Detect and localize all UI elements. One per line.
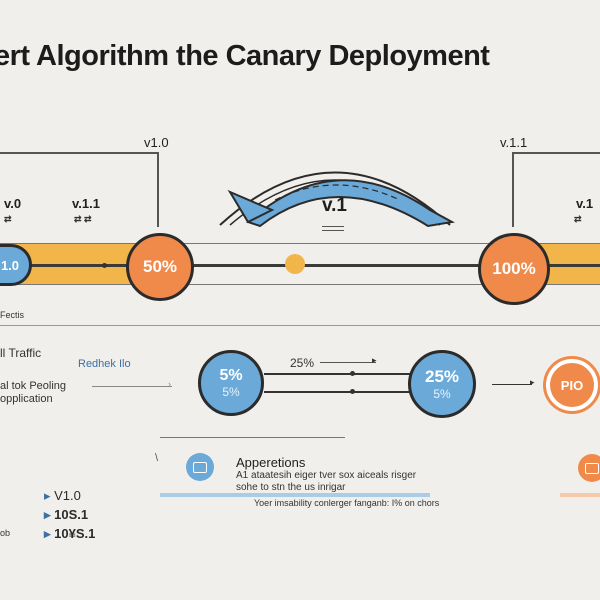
circle-pio: PIO (543, 356, 600, 414)
left-tick-label: ob (0, 528, 11, 538)
right-version-b-arrows: ⇄ (574, 214, 582, 224)
timeline-top-edge (0, 243, 600, 244)
curved-arrow-icon (219, 171, 456, 228)
version-item-3: ▸ 10¥S.1 (44, 526, 96, 541)
bottom-blue-bar (160, 493, 430, 497)
version-item-2: ▸ 10S.1 (44, 507, 89, 522)
bottom-heading: Apperetions (236, 455, 306, 470)
circle-100-percent: 100% (478, 233, 550, 305)
bottom-line-1: A1 ataatesih eiger tver sox aiceals risg… (236, 470, 417, 481)
application-label: opplication (0, 393, 53, 405)
bracket-line-left-drop (157, 152, 159, 227)
bracket-line-right-drop (512, 152, 514, 227)
device-icon (186, 453, 214, 481)
routing-arrow-line (92, 386, 172, 387)
circle-50-percent: 50% (126, 233, 194, 301)
bottom-orange-bar (560, 493, 600, 497)
routing-label: al tok Peoling (0, 380, 67, 392)
progress-dot (285, 254, 305, 274)
arc-label-underline-2 (322, 230, 344, 231)
mid-arrow-line (320, 362, 376, 363)
circle-25-percent: 25% 5% (408, 350, 476, 418)
arrow-right-icon: › (168, 379, 171, 389)
right-version-top: v.1.1 (500, 135, 528, 150)
slash-mark: \ (155, 452, 159, 464)
left-version-a-arrows: ⇄ (4, 214, 12, 224)
bottom-line-2: sohe to stn the us inrigar (236, 482, 346, 493)
left-version-b-arrows: ⇄ ⇄ (74, 214, 92, 224)
left-version-b: v.1.1 (72, 196, 100, 211)
pio-arrow-head-icon: ▸ (530, 377, 535, 387)
section-divider (0, 325, 600, 326)
connector-dot-lower (350, 389, 355, 394)
connector-upper (264, 373, 412, 375)
arc-label-underline (322, 226, 344, 227)
timeline-marker (102, 263, 107, 268)
connector-lower (264, 391, 412, 393)
bottom-line-3: Yoer imsability conlerger fanganb: I% on… (254, 498, 440, 508)
connector-dot-upper (350, 371, 355, 376)
traffic-label: ll Traffic (0, 346, 42, 360)
circle-5-percent: 5% 5% (198, 350, 264, 416)
timeline-bottom-edge (0, 284, 600, 285)
top-footnote: Fectis (0, 310, 25, 320)
redirect-label: Redhek Ilo (78, 358, 131, 370)
pio-arrow-line (492, 384, 532, 385)
center-arc-label: v.1 (322, 195, 348, 216)
bracket-line-right (512, 152, 600, 154)
bottom-divider-top (160, 437, 345, 438)
version-item-1: ▸ V1.0 (44, 488, 81, 503)
center-version-top: v1.0 (144, 135, 169, 150)
bracket-line-left (0, 152, 158, 154)
mid-arrow-label: 25% (290, 356, 315, 370)
left-version-a: v.0 (4, 196, 22, 211)
page-title: ert Algorithm the Canary Deployment (0, 40, 490, 72)
right-version-b: v.1 (576, 196, 594, 211)
device-icon-orange (578, 454, 600, 482)
mid-arrow-head-icon: ▸ (372, 355, 377, 365)
